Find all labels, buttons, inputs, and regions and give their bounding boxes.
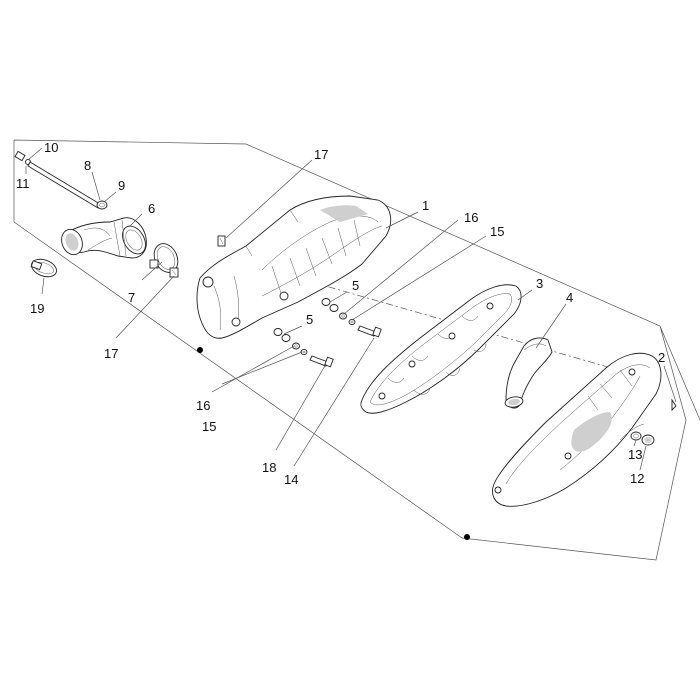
nut-part-5-lower	[273, 328, 291, 342]
inlet-tube-part-4	[504, 337, 553, 409]
callout-9: 9	[118, 178, 125, 193]
washer-part-15-upper	[348, 318, 356, 326]
callout-16-lower: 16	[196, 398, 210, 413]
intake-duct-part-6	[61, 217, 147, 259]
callout-7: 7	[128, 290, 135, 305]
hose-clamp-part-19	[30, 258, 57, 278]
callout-17-upper: 17	[314, 147, 328, 162]
callout-13: 13	[628, 447, 642, 462]
callout-10: 10	[44, 140, 58, 155]
reference-dot-housing	[197, 347, 203, 353]
callout-12: 12	[630, 471, 644, 486]
pipe-clip-part-9	[96, 200, 108, 210]
washer-part-15-lower	[300, 348, 308, 356]
air-filter-cover-part-2	[492, 352, 662, 507]
air-filter-housing-part-1	[196, 195, 392, 339]
bolt-part-18	[309, 355, 334, 368]
filter-element-part-3	[360, 284, 522, 414]
clip-part-17-upper	[217, 235, 226, 247]
nut-part-5-upper	[321, 298, 339, 312]
callout-14: 14	[284, 472, 298, 487]
leader-lines	[25, 147, 677, 471]
screw-part-2	[671, 398, 677, 412]
bolt-part-14	[357, 325, 382, 338]
callout-11: 11	[16, 176, 30, 191]
callout-2: 2	[658, 350, 665, 365]
clip-part-13	[630, 431, 642, 441]
washer-part-16-upper	[339, 312, 347, 320]
callout-3: 3	[536, 276, 543, 291]
callout-6: 6	[148, 201, 155, 216]
callout-15-lower: 15	[202, 419, 216, 434]
callout-15-upper: 15	[490, 224, 504, 239]
assembly-frame	[13, 139, 700, 561]
callout-1: 1	[422, 198, 429, 213]
callout-labels: 1 2 3 4 5 5 6 7 8 9 10 11 12 13 14 15 15…	[16, 140, 665, 487]
callout-16-upper: 16	[464, 210, 478, 225]
callout-5-upper: 5	[352, 278, 359, 293]
callout-4: 4	[566, 290, 573, 305]
breather-screw-part-10	[14, 150, 31, 165]
reference-dot-cover	[464, 534, 470, 540]
center-axis	[241, 261, 661, 383]
drain-plug-part-12	[641, 434, 655, 446]
washer-part-16-lower	[292, 342, 300, 350]
callout-8: 8	[84, 158, 91, 173]
callout-19: 19	[30, 301, 44, 316]
callout-17-lower: 17	[104, 346, 118, 361]
callout-5-lower: 5	[306, 312, 313, 327]
callout-18: 18	[262, 460, 276, 475]
clip-part-17-lower	[169, 267, 179, 278]
